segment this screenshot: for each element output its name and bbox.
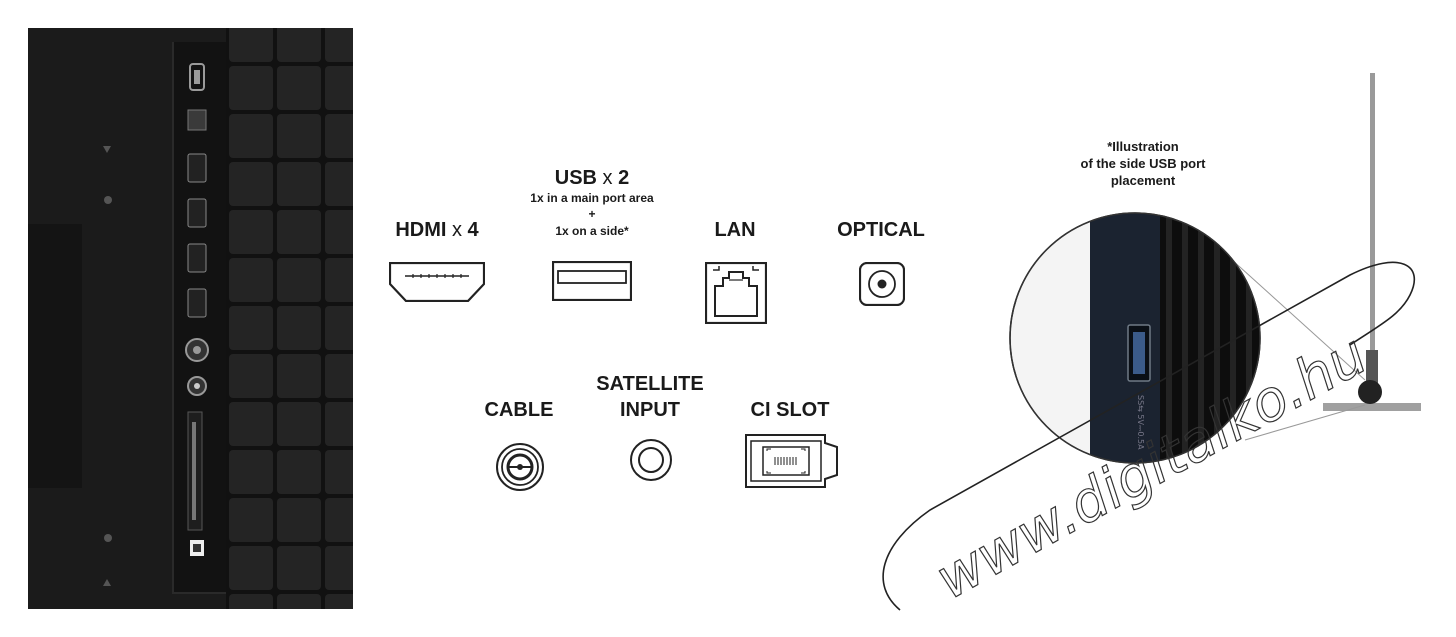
side-usb-note-line3: placement: [1110, 173, 1176, 188]
tv-vent-grid: [226, 28, 353, 609]
svg-text:SS⇆ 5V⎓0.5A: SS⇆ 5V⎓0.5A: [1136, 395, 1145, 450]
usb-label: USB x 2: [554, 167, 630, 189]
optical-port-icon: [859, 262, 905, 306]
tv-side-illustration: SS⇆ 5V⎓0.5A: [1009, 73, 1421, 464]
ci-slot-icon: [745, 433, 839, 489]
cable-label: CABLE: [484, 399, 554, 421]
satellite-label-line1: SATELLITE: [596, 373, 704, 395]
optical-label: OPTICAL: [837, 219, 925, 241]
tv-panel-markers: [103, 146, 112, 586]
lan-label: LAN: [714, 219, 756, 241]
lan-port-icon: [705, 262, 767, 324]
side-usb-note-line2: of the side USB port: [1080, 156, 1206, 171]
hdmi-port-icon: [389, 262, 485, 302]
usb-detail-plus: +: [588, 207, 596, 221]
side-usb-note-line1: *Illustration: [1107, 139, 1179, 154]
cable-port-icon: [495, 442, 545, 492]
tv-back-panel-image: [28, 28, 353, 609]
ci-slot-label: CI SLOT: [750, 399, 830, 421]
tv-port-strip: [172, 42, 228, 594]
satellite-port-icon: [629, 438, 673, 482]
usb-port-icon: [552, 261, 632, 301]
usb-detail-side: 1x on a side*: [555, 224, 629, 238]
satellite-label-line2: INPUT: [620, 399, 680, 421]
hdmi-label: HDMI x 4: [395, 219, 479, 241]
side-usb-note: *Illustration of the side USB port place…: [1058, 138, 1228, 189]
tv-port-strip-ports: [185, 63, 209, 556]
usb-detail-main: 1x in a main port area: [530, 191, 654, 205]
tv-panel-shadow: [28, 224, 82, 488]
